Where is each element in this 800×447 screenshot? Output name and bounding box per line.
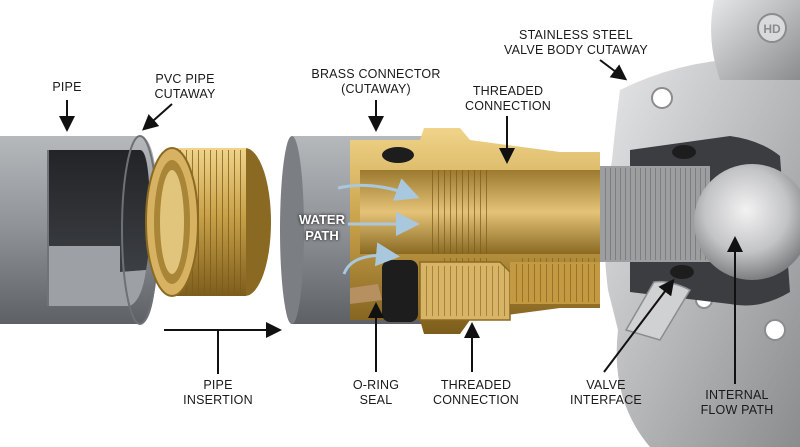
- stainless-valve-body: HD: [600, 0, 800, 447]
- brass-threaded-fitting: [145, 147, 271, 297]
- label-pvc-line2: CUTAWAY: [154, 87, 216, 101]
- label-pipe-insertion: PIPE INSERTION: [176, 378, 260, 408]
- label-threaded-top-line2: CONNECTION: [464, 99, 552, 113]
- label-internal-flow-path: INTERNAL FLOW PATH: [694, 388, 780, 418]
- label-flow-line2: FLOW PATH: [700, 403, 774, 417]
- label-water-path: WATER PATH: [288, 212, 356, 244]
- label-oring-line2: SEAL: [359, 393, 393, 407]
- label-threaded-bottom-line2: CONNECTION: [432, 393, 520, 407]
- label-water-line1: WATER: [299, 212, 345, 227]
- connector-assembly: [280, 128, 630, 334]
- label-brass-line1: BRASS CONNECTOR: [311, 67, 441, 81]
- o-ring-top: [382, 147, 414, 163]
- label-pipe: PIPE: [44, 80, 90, 95]
- label-pvc-line1: PVC PIPE: [155, 72, 215, 86]
- label-brass-connector: BRASS CONNECTOR (CUTAWAY): [306, 67, 446, 97]
- label-valve-interface: VALVE INTERFACE: [566, 378, 646, 408]
- label-threaded-bottom-line1: THREADED: [440, 378, 512, 392]
- label-o-ring-seal: O-RING SEAL: [344, 378, 408, 408]
- label-flow-line1: INTERNAL: [705, 388, 769, 402]
- label-pvc-pipe-cutaway: PVC PIPE CUTAWAY: [140, 72, 230, 102]
- o-ring-bottom: [382, 260, 418, 322]
- label-stainless-line2: VALVE BODY CUTAWAY: [504, 43, 648, 57]
- pvc-pipe-cutaway: [0, 135, 159, 325]
- label-stainless-line1: STAINLESS STEEL: [519, 28, 633, 42]
- label-threaded-connection-top: THREADED CONNECTION: [460, 84, 556, 114]
- label-insertion-line1: PIPE: [203, 378, 233, 392]
- label-threaded-connection-bottom: THREADED CONNECTION: [428, 378, 524, 408]
- label-oring-line1: O-RING: [352, 378, 400, 392]
- label-pipe-line1: PIPE: [52, 80, 82, 94]
- label-threaded-top-line1: THREADED: [472, 84, 544, 98]
- label-valve-line2: INTERFACE: [570, 393, 642, 407]
- label-insertion-line2: INSERTION: [183, 393, 253, 407]
- label-brass-line2: (CUTAWAY): [341, 82, 411, 96]
- leader-arrows: [59, 59, 743, 384]
- label-water-line2: PATH: [305, 228, 339, 243]
- valve-logo: HD: [763, 22, 781, 36]
- label-valve-line1: VALVE: [586, 378, 626, 392]
- label-stainless-valve-body: STAINLESS STEEL VALVE BODY CUTAWAY: [500, 28, 652, 58]
